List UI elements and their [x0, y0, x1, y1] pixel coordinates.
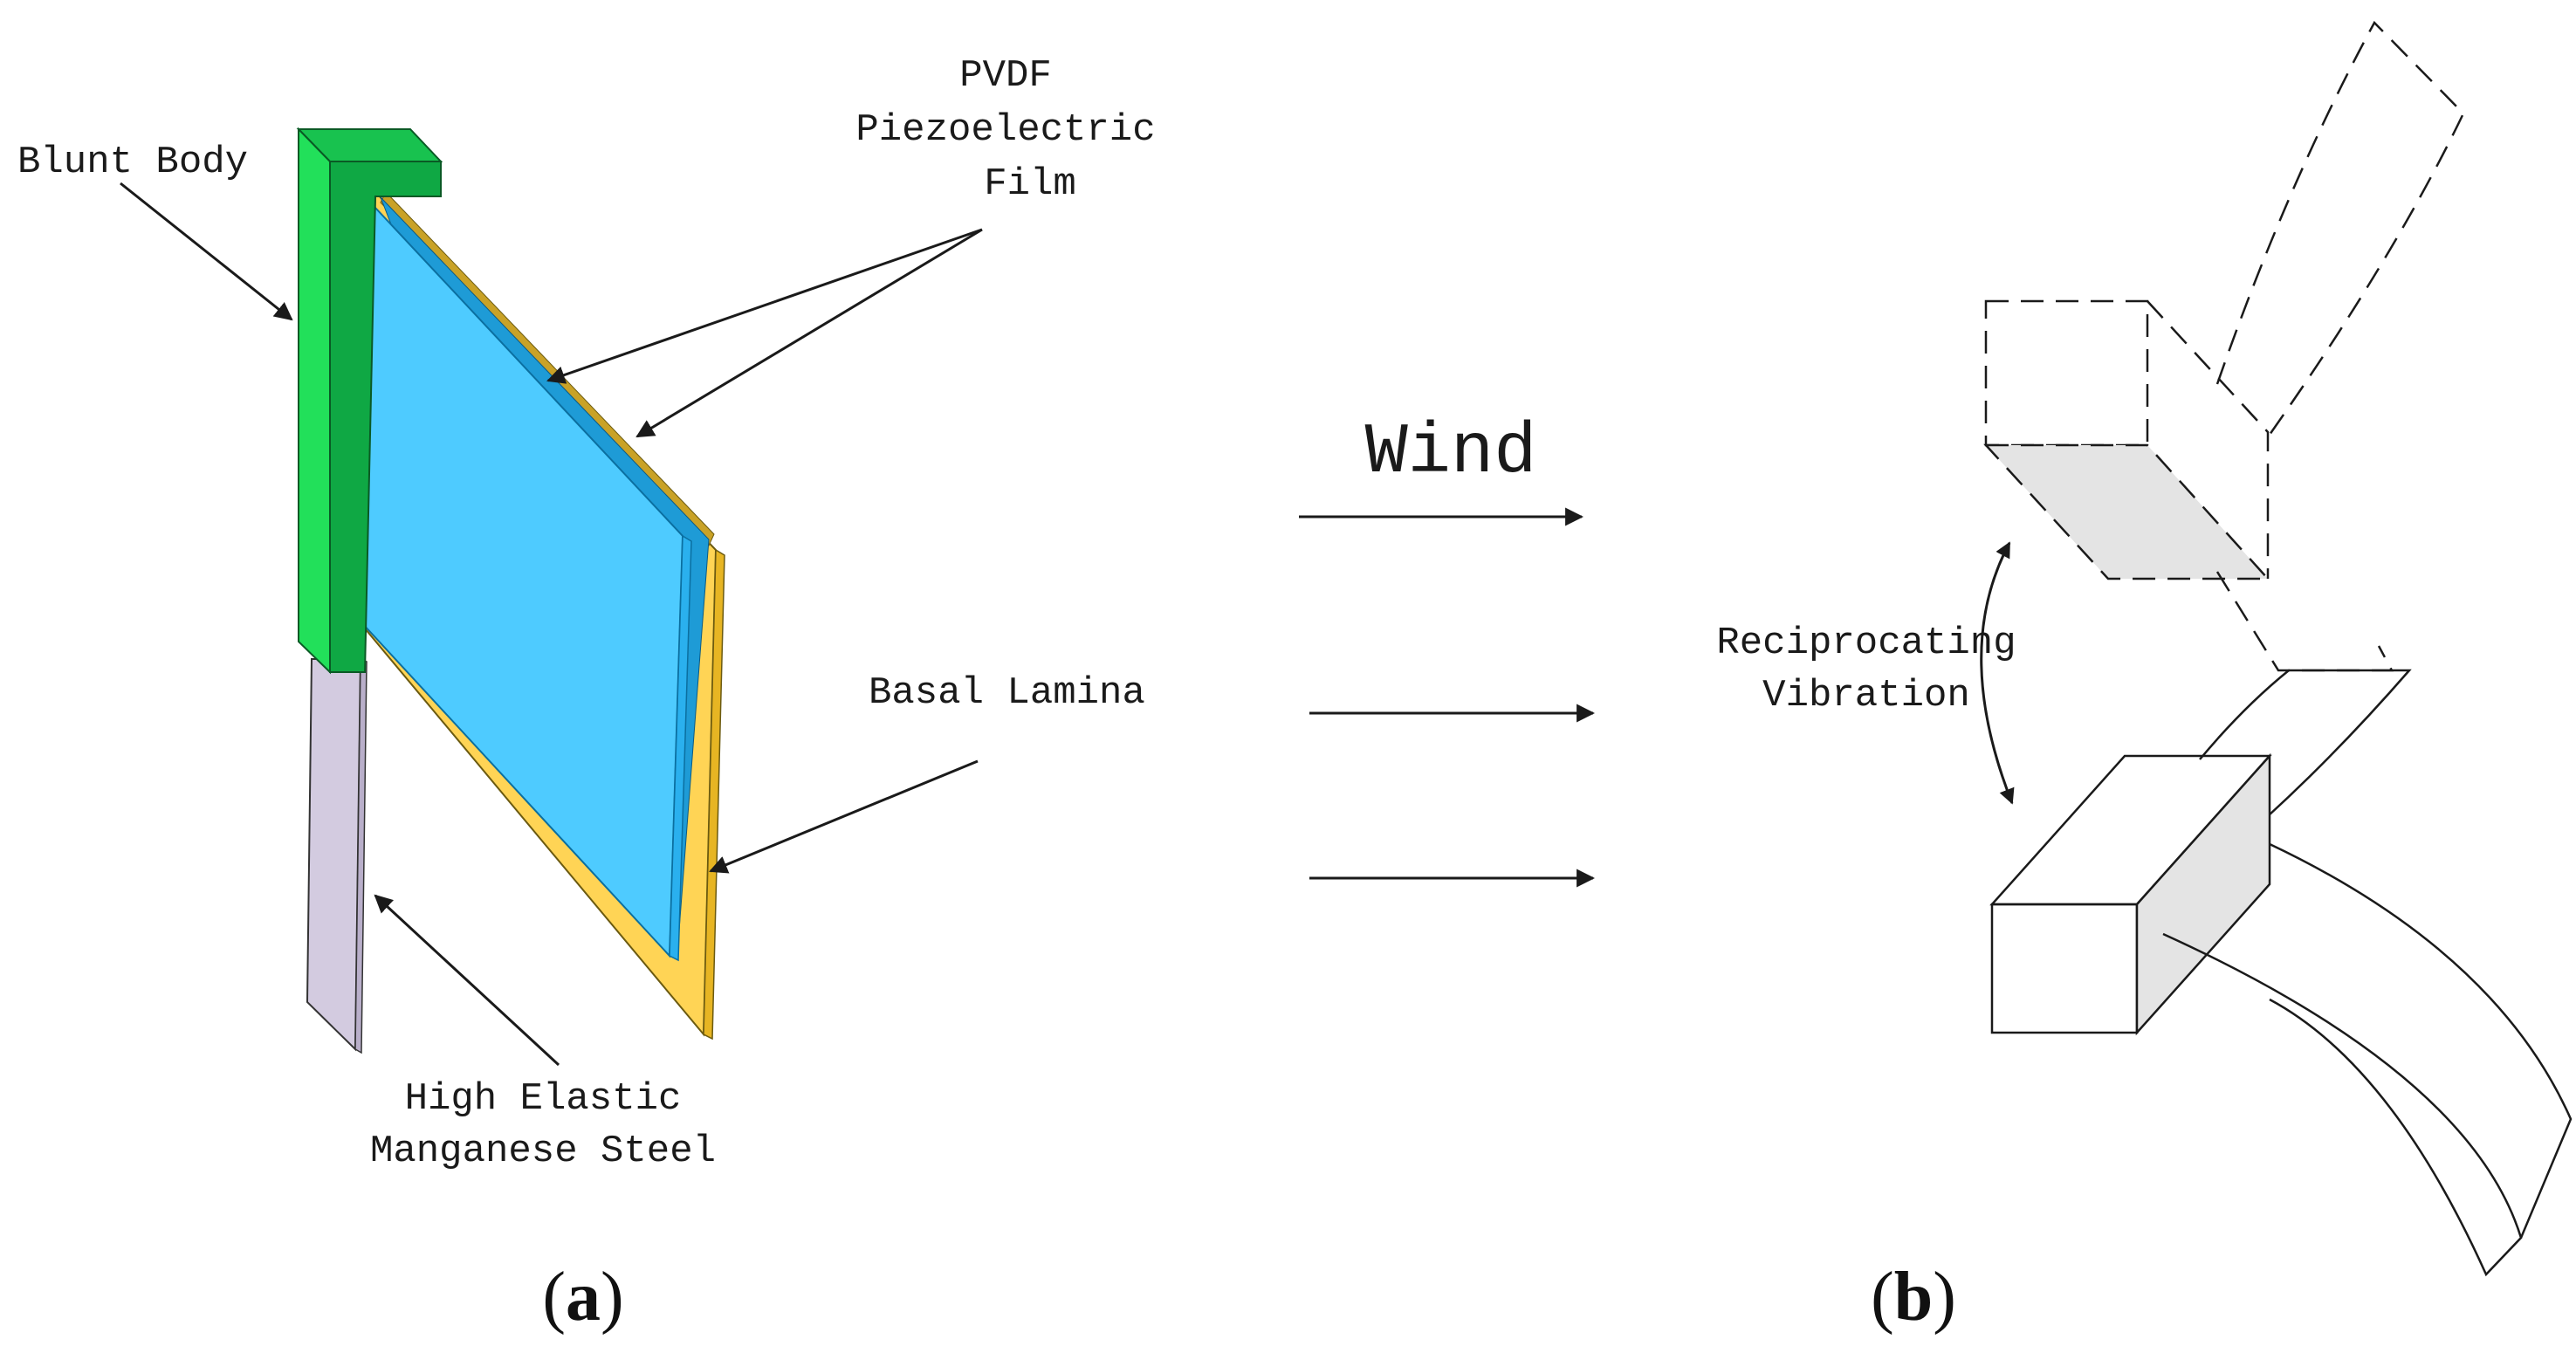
panel-a-label: (a) — [542, 1259, 623, 1336]
steel-label-line1: High Elastic — [405, 1077, 682, 1121]
current-body-side — [2135, 752, 2271, 1036]
blunt-body-side — [329, 161, 442, 673]
steel-arrow — [374, 894, 560, 1067]
pvdf-arrow-2 — [635, 228, 983, 438]
pvdf-label-line3: Film — [984, 162, 1076, 206]
energy-harvester-illustration — [296, 127, 725, 1054]
panel-b-label: (b) — [1871, 1259, 1956, 1336]
current-beam-upper — [2199, 669, 2412, 817]
vibration-label-line2: Vibration — [1762, 674, 1970, 718]
basal-lamina-label: Basal Lamina — [869, 671, 1145, 715]
pvdf-label-line2: Piezoelectric — [855, 108, 1155, 152]
pvdf-arrow-1 — [546, 228, 983, 384]
vibration-schematic — [1980, 20, 2573, 1277]
manganese-steel-beam — [306, 658, 362, 1052]
panel-b: Reciprocating Vibration (b) — [1716, 20, 2573, 1336]
blunt-body-label: Blunt Body — [17, 141, 248, 184]
basal-lamina-edge — [703, 548, 725, 1040]
vibration-arrow — [1980, 541, 2015, 805]
wind-indicator: Wind — [1299, 412, 1596, 888]
wind-label: Wind — [1365, 412, 1537, 493]
pvdf-label-line1: PVDF — [959, 54, 1052, 98]
current-body-front — [1990, 903, 2139, 1034]
pvdf-film-front-edge — [669, 534, 692, 962]
displaced-beam — [2215, 20, 2465, 442]
basal-lamina-arrow — [709, 759, 979, 874]
steel-label-line2: Manganese Steel — [370, 1130, 716, 1173]
displaced-body-side — [2147, 300, 2270, 579]
current-beam-lower — [2162, 932, 2523, 1277]
displaced-body-top — [1984, 299, 2149, 447]
displaced-to-current-link — [2215, 571, 2394, 672]
panel-a: Blunt Body PVDF Piezoelectric Film Basal… — [17, 54, 1156, 1336]
vibration-label-line1: Reciprocating — [1716, 621, 2016, 665]
displaced-body-bottom-face — [1983, 443, 2270, 580]
blunt-body-front — [298, 127, 331, 675]
pvdf-film-front — [349, 191, 684, 958]
current-beam-lower-top — [2269, 842, 2573, 1239]
blunt-body-arrow — [120, 182, 293, 321]
